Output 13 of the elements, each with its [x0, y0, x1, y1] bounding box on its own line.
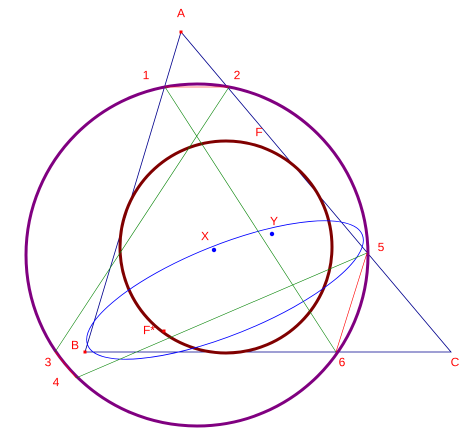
point-label: Y	[270, 216, 278, 226]
point-label: 6	[339, 358, 345, 366]
point-label: B	[72, 340, 78, 350]
point-label: A	[177, 8, 185, 18]
point-label: X	[201, 232, 209, 240]
point-label: 3	[45, 358, 51, 366]
point-label: 2	[234, 70, 240, 80]
point-label: F	[256, 128, 262, 136]
point-label: 4	[52, 378, 59, 386]
point-label: F*	[144, 326, 155, 334]
point-label: 1	[144, 70, 149, 80]
point-label: 5	[378, 242, 384, 252]
point-label: C	[451, 358, 459, 366]
